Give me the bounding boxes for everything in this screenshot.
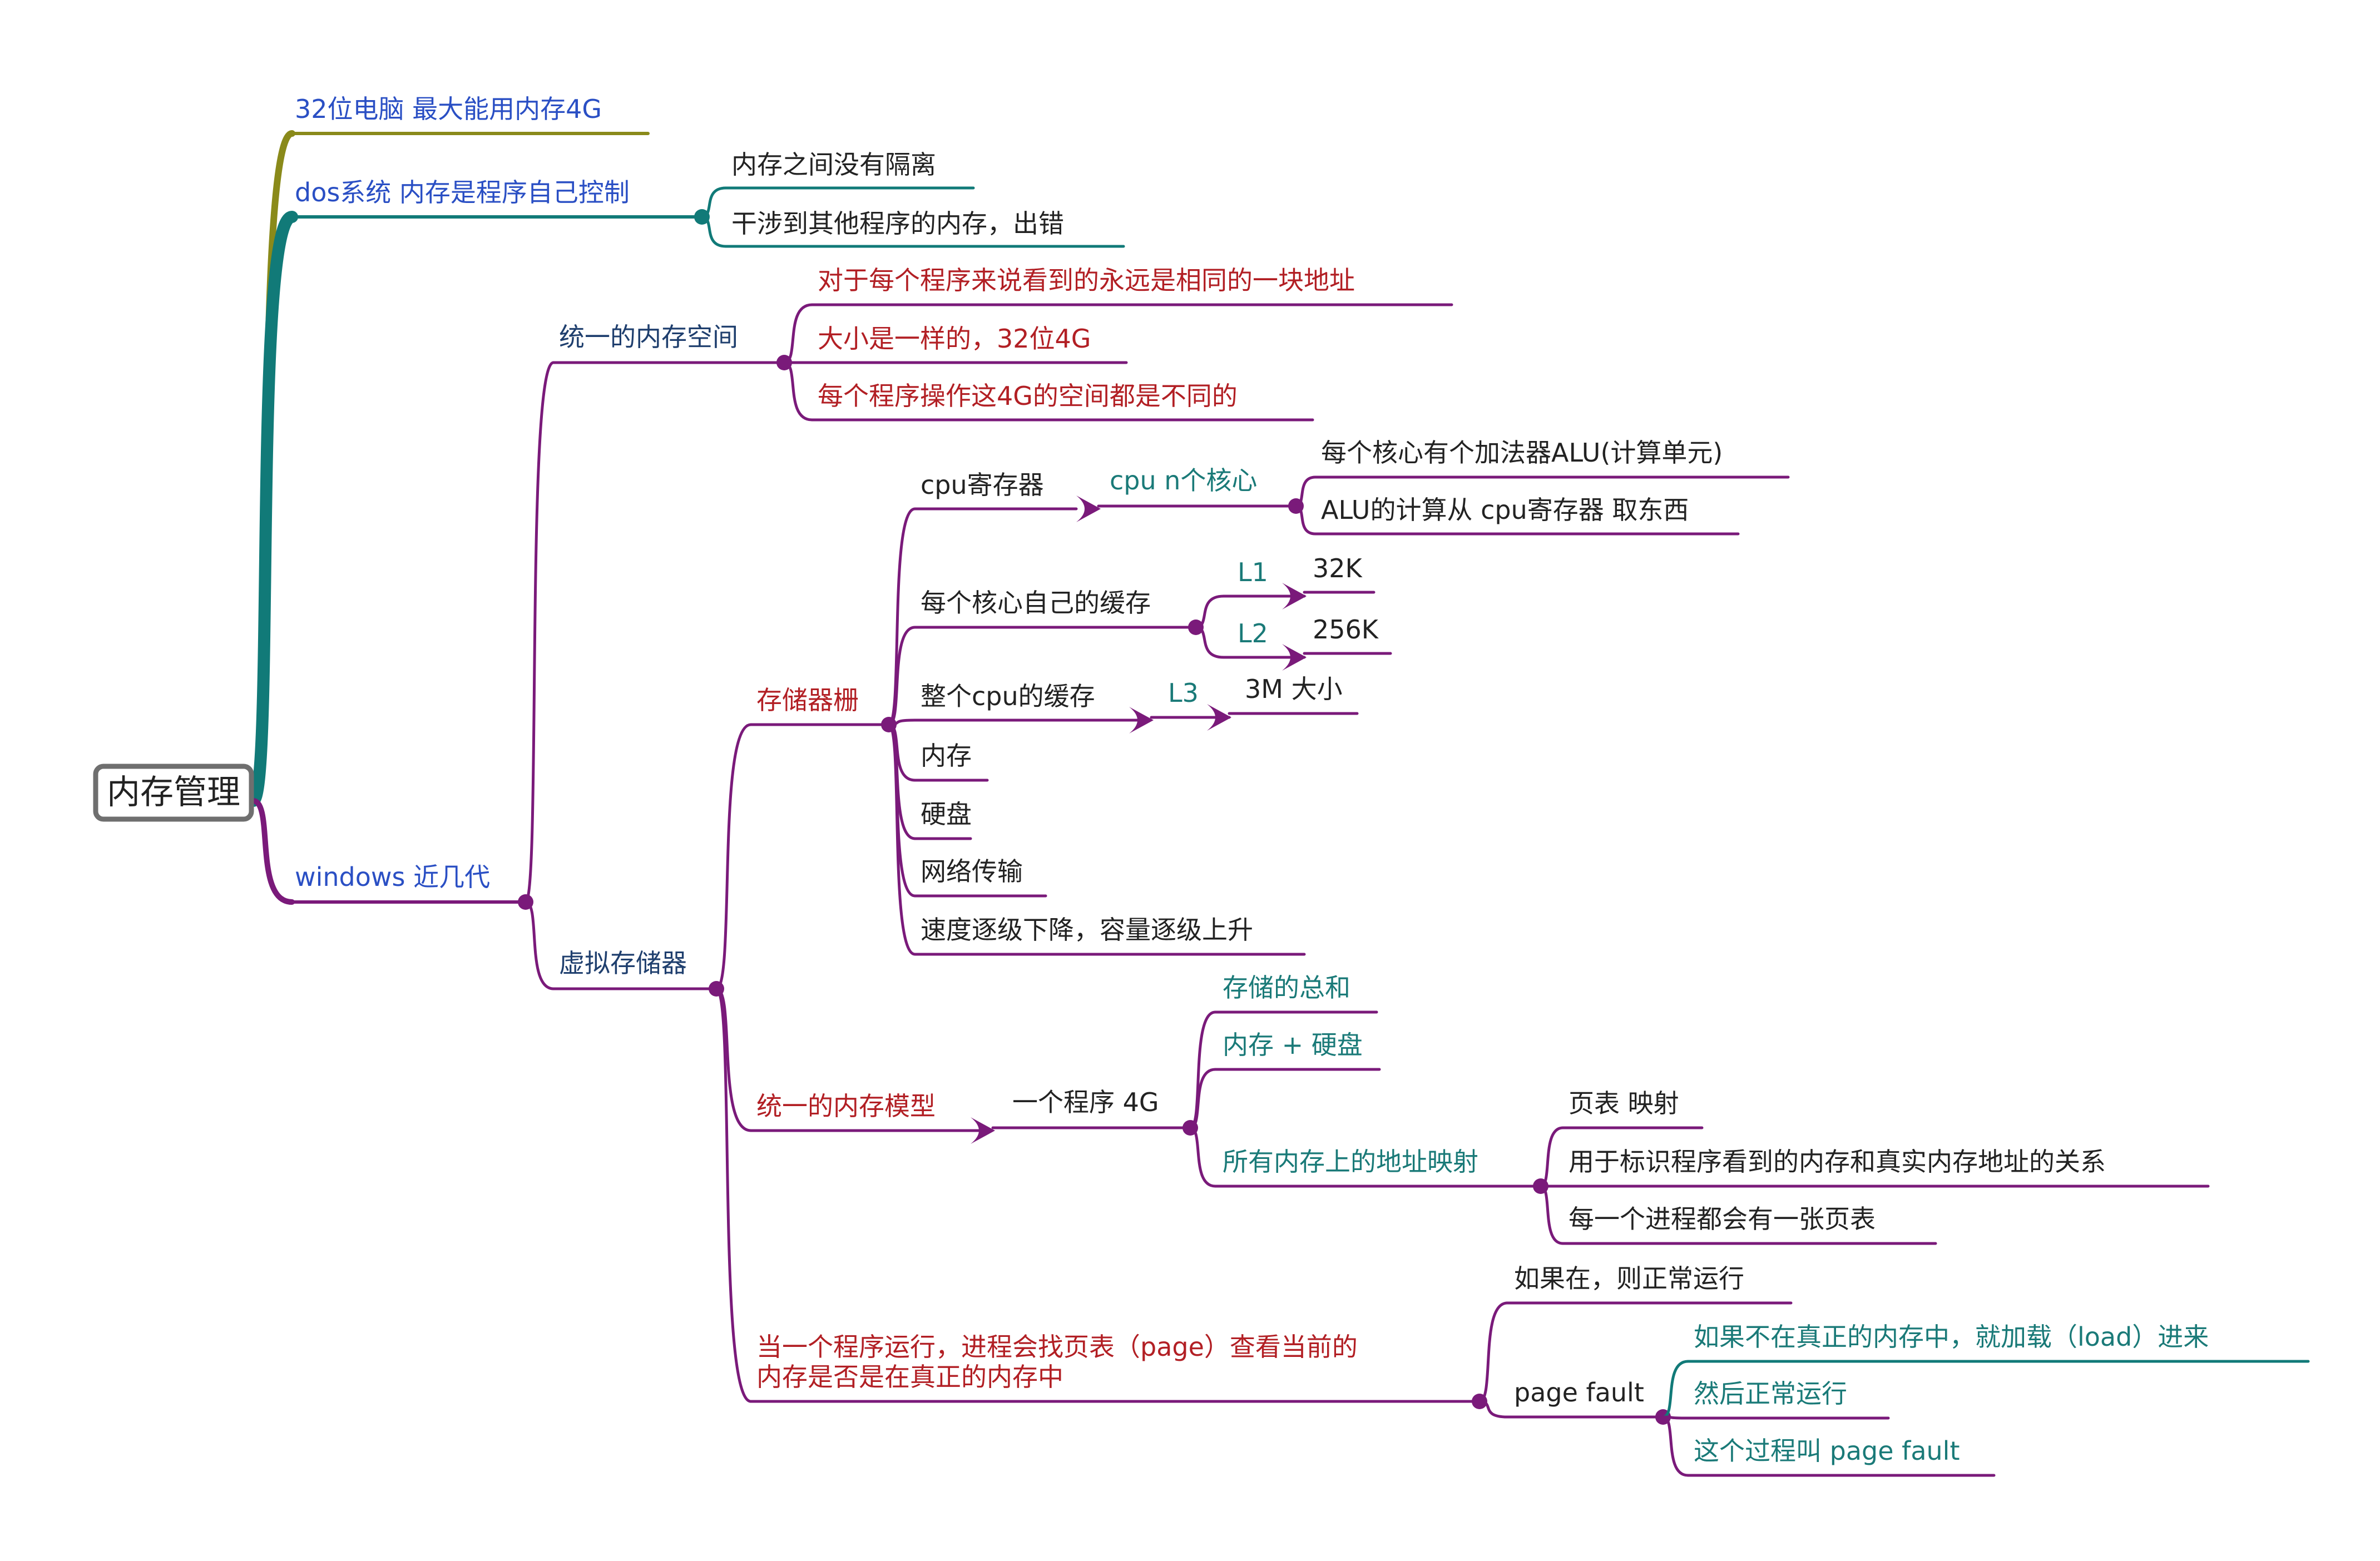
dos-no-isolation[interactable]: 内存之间没有隔离: [731, 150, 936, 180]
core-cache[interactable]: 每个核心自己的缓存: [921, 588, 1151, 618]
cpu-cache-arrow: [1129, 707, 1154, 734]
l1-curve: [1194, 594, 1225, 629]
pt1-curve: [1539, 1126, 1565, 1188]
cpu-register[interactable]: cpu寄存器: [921, 470, 1044, 500]
pf3-curve: [1661, 1415, 1690, 1477]
memory[interactable]: 内存: [921, 741, 972, 771]
run-desc-line1[interactable]: 当一个程序运行，进程会找页表（page）查看当前的: [756, 1332, 1358, 1362]
run-desc-line2[interactable]: 内存是否是在真正的内存中: [756, 1362, 1063, 1392]
page-table-1[interactable]: 页表 映射: [1568, 1088, 1679, 1118]
disk[interactable]: 硬盘: [921, 799, 972, 829]
h-speed-curve: [887, 723, 917, 956]
page-table-2[interactable]: 用于标识程序看到的内存和真实内存地址的关系: [1568, 1147, 2106, 1177]
map-curve: [1189, 1126, 1217, 1188]
vm-hierarchy-curve: [715, 723, 753, 990]
model-arrow: [971, 1117, 995, 1144]
unified-space-c1[interactable]: 对于每个程序来说看到的永远是相同的一块地址: [818, 265, 1355, 295]
alu-2[interactable]: ALU的计算从 cpu寄存器 取东西: [1321, 495, 1689, 525]
vm-run-curve: [715, 987, 753, 1403]
l3-label[interactable]: L3: [1168, 678, 1199, 708]
unified-space-c2[interactable]: 大小是一样的，32位4G: [818, 324, 1091, 354]
l3-arrow: [1207, 704, 1231, 731]
l1-value[interactable]: 32K: [1313, 553, 1363, 583]
alu1-curve: [1294, 475, 1317, 508]
alu-1[interactable]: 每个核心有个加法器ALU(计算单元): [1321, 438, 1723, 468]
dos-interfere[interactable]: 干涉到其他程序的内存，出错: [731, 209, 1064, 239]
l2-arrow: [1282, 644, 1307, 671]
page-fault-1[interactable]: 如果不在真正的内存中，就加载（load）进来: [1694, 1322, 2209, 1352]
memdisk-curve: [1189, 1068, 1217, 1129]
unified-space-c3[interactable]: 每个程序操作这4G的空间都是不同的: [818, 381, 1238, 411]
l2-curve: [1194, 626, 1225, 659]
l1-arrow: [1282, 583, 1307, 609]
page-fault-3[interactable]: 这个过程叫 page fault: [1694, 1436, 1960, 1466]
root-node-box[interactable]: [93, 764, 254, 822]
ifin-curve: [1478, 1301, 1509, 1403]
pf-curve: [1478, 1400, 1509, 1419]
alu2-curve: [1294, 504, 1317, 536]
if-in-memory[interactable]: 如果在，则正常运行: [1514, 1263, 1744, 1294]
storage-sum[interactable]: 存储的总和: [1223, 973, 1350, 1003]
branch-32bit[interactable]: 32位电脑 最大能用内存4G: [295, 94, 602, 124]
program-4g[interactable]: 一个程序 4G: [1012, 1087, 1159, 1117]
pt3-curve: [1539, 1185, 1565, 1245]
l3-value[interactable]: 3M 大小: [1245, 674, 1343, 704]
root-to-windows: [250, 798, 295, 905]
node-labels: 内存管理 32位电脑 最大能用内存4G dos系统 内存是程序自己控制 内存之间…: [107, 94, 2209, 1466]
page-fault[interactable]: page fault: [1514, 1377, 1644, 1408]
memory-hierarchy[interactable]: 存储器栅: [756, 685, 859, 715]
page-table-3[interactable]: 每一个进程都会有一张页表: [1568, 1204, 1876, 1234]
pf1-curve: [1661, 1360, 1690, 1419]
speed-capacity[interactable]: 速度逐级下降，容量逐级上升: [921, 915, 1253, 945]
branch-windows[interactable]: windows 近几代: [295, 862, 490, 892]
cpu-cores[interactable]: cpu n个核心: [1110, 465, 1257, 495]
vm-model-curve: [715, 987, 753, 1132]
unified-model[interactable]: 统一的内存模型: [756, 1091, 936, 1121]
root-label: 内存管理: [107, 773, 240, 812]
us-c1-curve: [783, 303, 814, 364]
win-virtual-curve: [524, 900, 555, 990]
branch-dos[interactable]: dos系统 内存是程序自己控制: [295, 177, 630, 207]
address-mapping[interactable]: 所有内存上的地址映射: [1223, 1147, 1478, 1177]
unified-space[interactable]: 统一的内存空间: [559, 322, 738, 352]
reg-arrow: [1076, 495, 1101, 522]
h-net-curve: [887, 723, 917, 898]
dos-c1-curve: [700, 186, 728, 219]
l2-label[interactable]: L2: [1238, 618, 1268, 648]
cpu-cache[interactable]: 整个cpu的缓存: [921, 681, 1095, 711]
win-unified-curve: [524, 361, 555, 904]
h-reg-curve: [887, 507, 917, 726]
connector-lines: [247, 130, 2310, 1477]
memory-plus-disk[interactable]: 内存 + 硬盘: [1223, 1030, 1363, 1060]
virtual-memory[interactable]: 虚拟存储器: [559, 948, 687, 978]
dos-c2-curve: [700, 215, 728, 248]
root-to-dos: [247, 211, 298, 807]
network[interactable]: 网络传输: [921, 856, 1023, 886]
l2-value[interactable]: 256K: [1313, 615, 1379, 645]
l1-label[interactable]: L1: [1238, 557, 1268, 587]
us-c3-curve: [783, 361, 814, 422]
page-fault-2[interactable]: 然后正常运行: [1694, 1379, 1847, 1409]
h-core-curve: [887, 626, 917, 726]
